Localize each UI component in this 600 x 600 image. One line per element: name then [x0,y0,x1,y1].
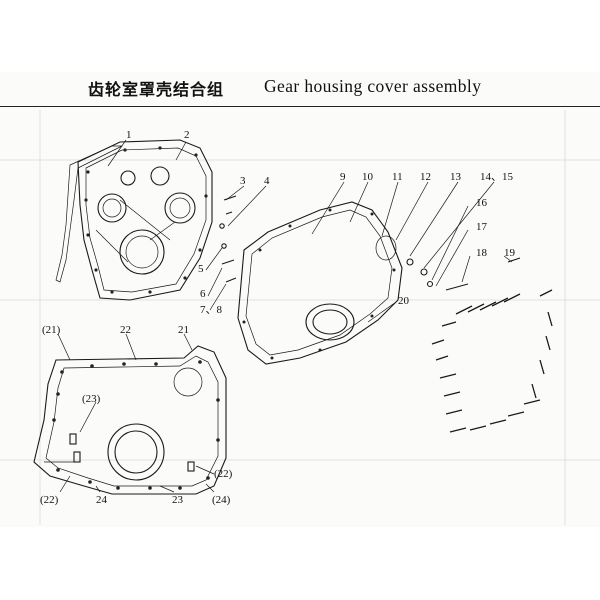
title-english: Gear housing cover assembly [264,76,482,96]
gear-cover-part [237,201,521,365]
callout-5: 5 [198,263,204,275]
background-ghost-lines [0,110,600,525]
detail-callout-21: 21 [178,324,189,336]
callout-14-15: 14、15 [480,171,513,183]
title-chinese: 齿轮室罩壳结合组 [88,80,225,99]
callout-4: 4 [264,175,270,187]
detail-callout-22: 22 [120,324,131,336]
detail-callout-21-ref: (21) [42,324,61,336]
detail-callout-23: 23 [172,494,184,506]
callout-6: 6 [200,288,206,300]
callout-2: 2 [184,129,190,141]
cover-detail-view [33,345,227,495]
callout-13: 13 [450,171,462,183]
detail-callout-22-ref-left: (22) [40,494,59,506]
callout-20: 20 [398,295,410,307]
callout-19: 19 [504,247,516,259]
bolt-set [431,289,553,433]
callout-1: 1 [126,129,132,141]
detail-callout-22-ref-right: (22) [214,468,233,480]
title-bar [0,72,600,107]
callout-7-8: 7、8 [200,304,222,316]
part-callouts: 1 2 3 4 5 6 7、8 9 10 11 12 13 14、15 16 1… [40,129,516,506]
callout-9: 9 [340,171,346,183]
leader-lines [57,139,513,493]
gasket-part [55,145,123,283]
callout-12: 12 [420,171,431,183]
callout-16: 16 [476,197,488,209]
callout-18: 18 [476,247,488,259]
callout-11: 11 [392,171,403,183]
callout-10: 10 [362,171,374,183]
detail-callout-23-ref: (23) [82,393,101,405]
detail-callout-24: 24 [96,494,108,506]
gear-housing-part [77,139,213,301]
drawing-sheet [0,72,600,527]
callout-17: 17 [476,221,488,233]
callout-3: 3 [240,175,246,187]
detail-callout-24-ref: (24) [212,494,231,506]
small-fasteners [219,195,237,283]
